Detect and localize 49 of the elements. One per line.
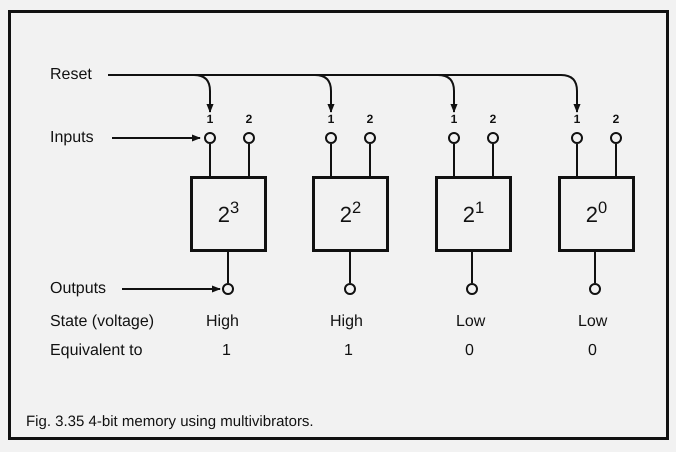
flip-flop-box	[312, 176, 389, 252]
state-value: Low	[578, 312, 608, 332]
bit-weight: 2$^{0}$	[586, 198, 608, 228]
arrow	[108, 74, 581, 113]
connector-line	[209, 144, 211, 176]
arrow	[112, 134, 201, 142]
pin-number: 2	[612, 112, 620, 126]
signal-label: Inputs	[50, 128, 94, 148]
terminal-circle	[466, 283, 478, 295]
pin-number: 2	[246, 112, 252, 126]
row-label: State (voltage)	[50, 312, 154, 332]
figure-caption: Fig. 3.35 4-bit memory using multivibrators.	[26, 412, 314, 432]
connector-line	[330, 144, 332, 176]
state-value: Low	[456, 312, 486, 332]
signal-label: Reset	[50, 65, 92, 85]
connector-line	[248, 144, 250, 176]
connector-line	[594, 252, 596, 283]
bit-weight: 2$^{2}$	[340, 198, 362, 228]
connector-line	[492, 144, 494, 176]
connector-line	[576, 144, 578, 176]
terminal-circle	[344, 283, 356, 295]
state-value: High	[330, 312, 363, 332]
pin-number: 1	[450, 112, 458, 126]
connector-line	[227, 252, 229, 283]
connector-line	[369, 144, 371, 176]
terminal-circle	[222, 283, 234, 295]
connector-line	[471, 252, 473, 283]
row-label: Equivalent to	[50, 341, 143, 361]
state-value: 1	[344, 341, 353, 361]
state-value: 1	[222, 341, 231, 361]
connector-line	[349, 252, 351, 283]
flip-flop-box	[190, 176, 267, 252]
state-value: 0	[465, 341, 474, 361]
pin-number: 2	[490, 112, 496, 126]
connector-line	[615, 144, 617, 176]
flip-flop-box	[558, 176, 635, 252]
bit-weight: 2$^{3}$	[218, 198, 240, 228]
state-value: 0	[588, 341, 597, 361]
state-value: High	[206, 312, 239, 332]
bit-weight: 2$^{1}$	[462, 198, 484, 228]
arrow	[122, 285, 221, 293]
pin-number: 1	[328, 112, 334, 126]
terminal-circle	[589, 283, 601, 295]
pin-number: 1	[574, 112, 580, 126]
signal-label: Outputs	[50, 279, 106, 299]
pin-number: 2	[366, 112, 374, 126]
flip-flop-box	[435, 176, 512, 252]
connector-line	[453, 144, 455, 176]
pin-number: 1	[206, 112, 214, 126]
